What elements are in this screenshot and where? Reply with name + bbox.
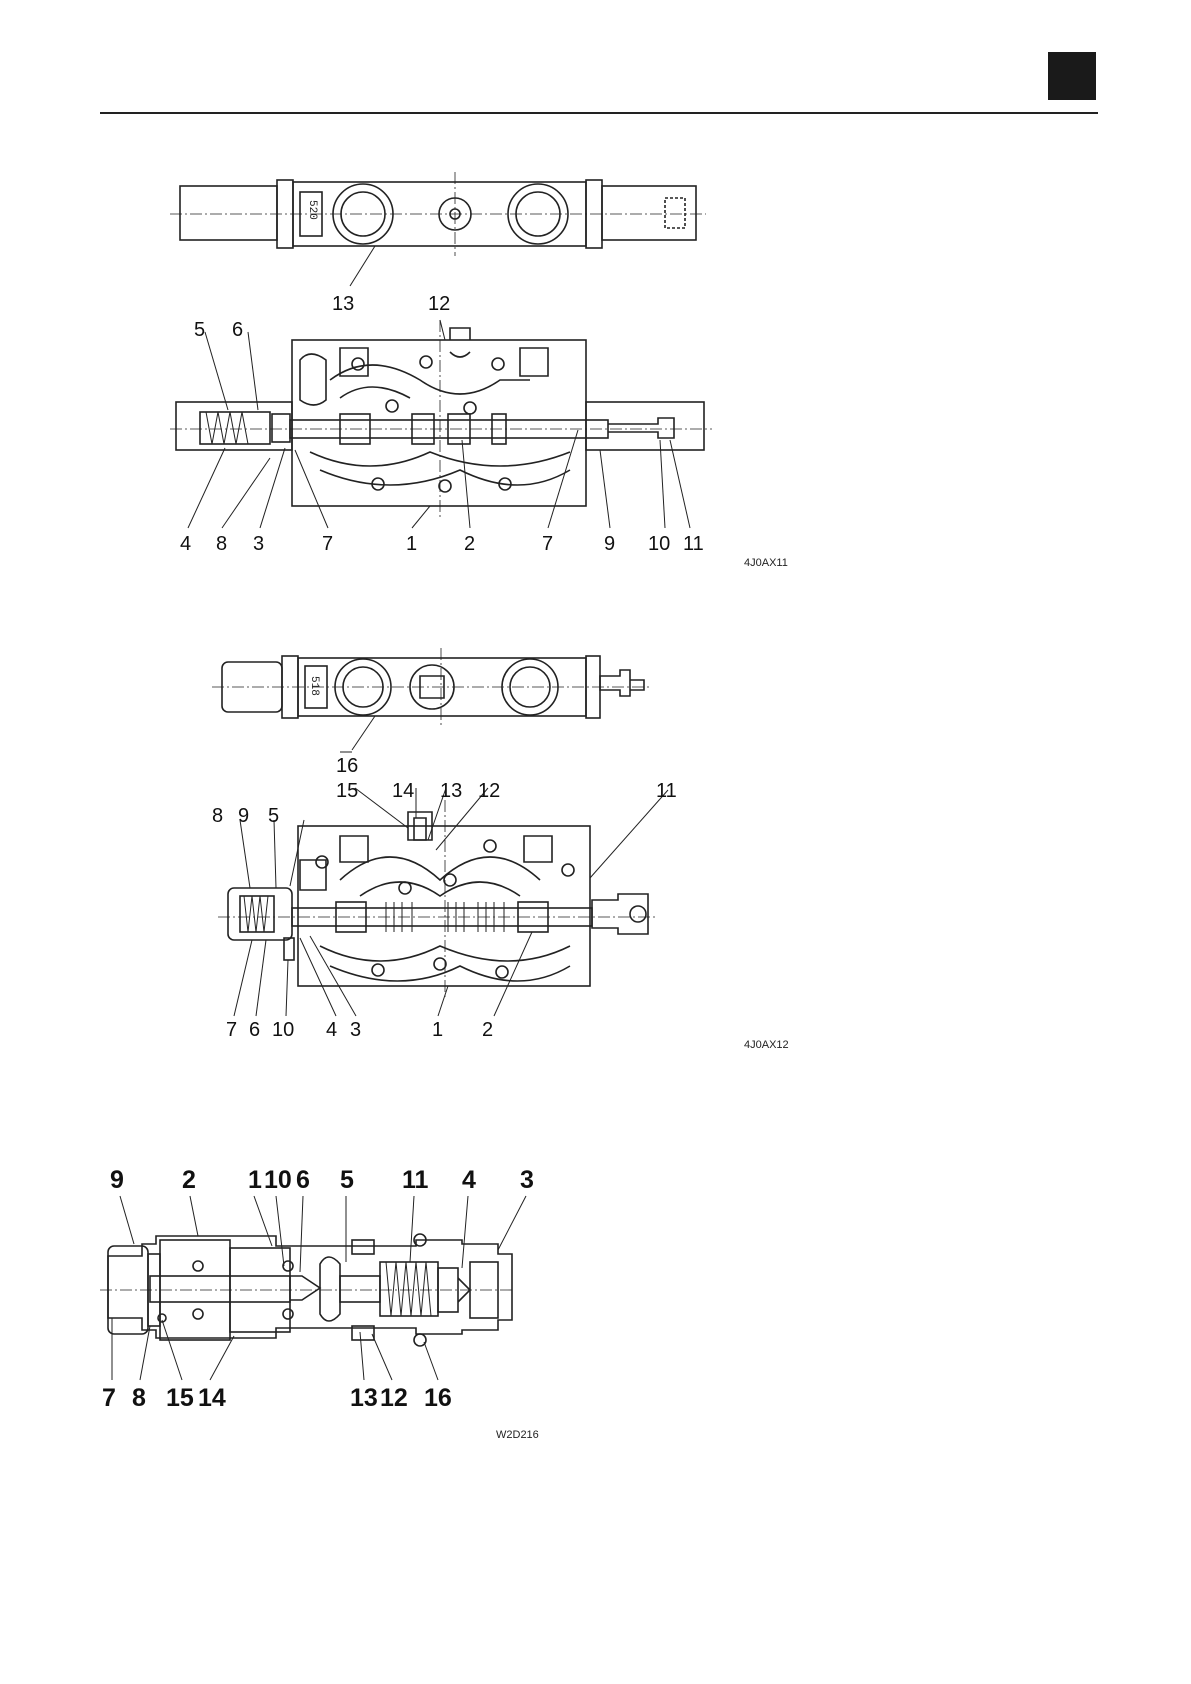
figure-3-callout: 5 [340, 1168, 354, 1193]
figure-3-callout: 13 [350, 1386, 378, 1411]
figure-3-callout: 14 [198, 1386, 226, 1411]
figure-3-callout: 1 [248, 1168, 262, 1193]
figure-3-callout: 10 [264, 1168, 292, 1193]
figure-3-callout: 7 [102, 1386, 116, 1411]
figure-3-callout: 3 [520, 1168, 534, 1193]
figure-3-callout: 2 [182, 1168, 196, 1193]
figure-3-callout: 8 [132, 1386, 146, 1411]
figure-3-callout: 6 [296, 1168, 310, 1193]
figure-3-callout: 15 [166, 1386, 194, 1411]
figure-3-callout: 11 [402, 1168, 428, 1193]
figure-3-callout: 12 [380, 1386, 408, 1411]
figure-3-callout: 9 [110, 1168, 124, 1193]
figure-3-callout: 4 [462, 1168, 476, 1193]
figure-3-callout: 16 [424, 1386, 452, 1411]
figure-3-code: W2D216 [496, 1430, 539, 1441]
